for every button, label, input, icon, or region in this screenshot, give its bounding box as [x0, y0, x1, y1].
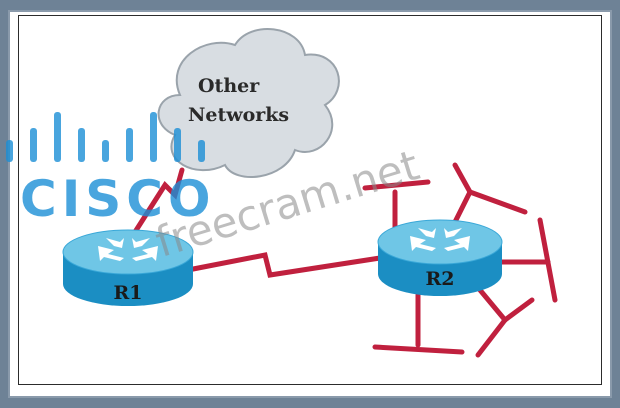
lan-segment: [475, 317, 508, 358]
router-arrows-icon: [98, 238, 158, 261]
cloud-label: Other Networks: [188, 72, 318, 130]
lan-segment: [477, 287, 508, 323]
lan-segment: [467, 189, 528, 215]
other-networks-cloud: [157, 28, 340, 178]
link-r1-cloud: [132, 167, 185, 235]
lan-segment: [372, 344, 465, 355]
router-r2: [377, 219, 503, 296]
cloud-label-line2: Networks: [188, 104, 290, 126]
router-r1: [62, 229, 194, 306]
lan-segment: [452, 189, 473, 225]
link-r1-r2: [185, 252, 383, 278]
links: [132, 162, 558, 358]
cloud-label-line1: Other: [198, 75, 260, 97]
router-r2-label: R2: [425, 268, 455, 290]
lan-segment: [452, 162, 473, 195]
router-r1-label: R1: [113, 282, 143, 304]
router-arrows-icon: [410, 228, 470, 251]
diagram-border: [18, 15, 602, 385]
cisco-logo-text: CISCO: [20, 170, 216, 228]
cisco-logo-bars: [6, 112, 205, 162]
lan-segment: [502, 297, 535, 323]
lan-segment: [362, 179, 431, 191]
lan-segment: [537, 217, 558, 303]
